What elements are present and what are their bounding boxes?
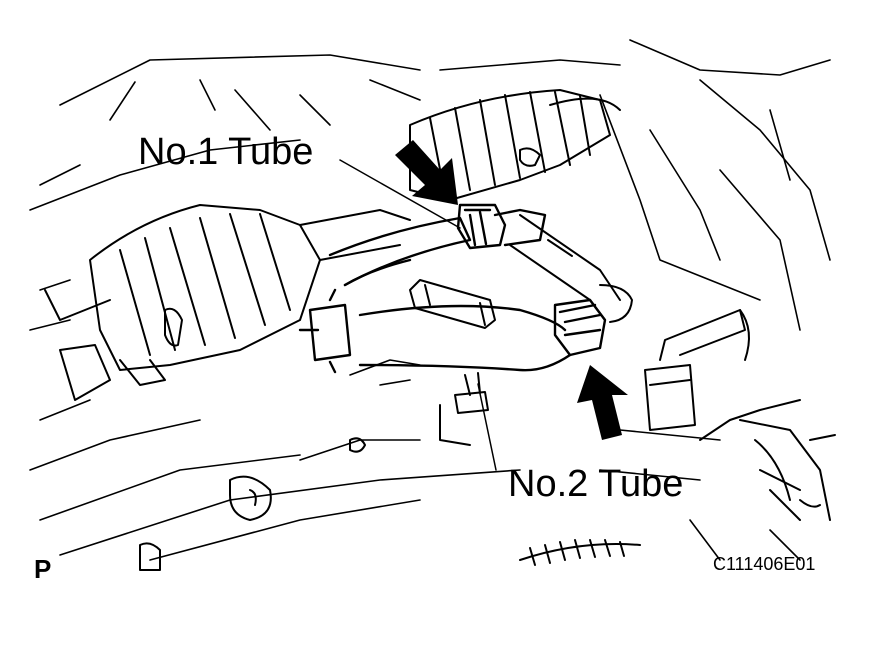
central-pipe: [509, 214, 633, 323]
no2-tube-label: No.2 Tube: [508, 463, 684, 505]
arrow-down-right-icon: [395, 140, 458, 205]
upper-duct: [409, 89, 621, 201]
bottom-corrugated-hose: [519, 539, 641, 566]
no1-tube-label: No.1 Tube: [138, 131, 314, 173]
bottom-bracket: [139, 475, 272, 571]
view-marker: P: [34, 554, 52, 584]
figure-code: C111406E01: [713, 554, 816, 574]
lower-fitting: [349, 372, 489, 453]
right-valve-assembly: [644, 309, 836, 521]
leader-lines: [339, 159, 497, 471]
no1-tube: [328, 203, 547, 287]
connector-block: [409, 279, 496, 329]
no2-tube: [298, 288, 607, 374]
background-linework: [29, 39, 831, 561]
arrow-up-icon: [577, 365, 628, 440]
air-cleaner-housing: [44, 204, 411, 401]
